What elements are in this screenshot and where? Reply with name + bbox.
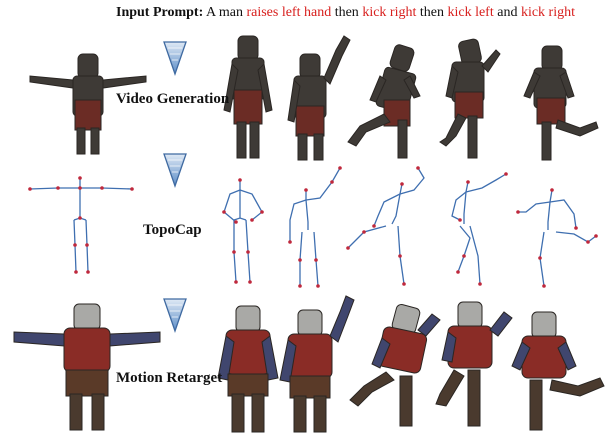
down-arrow-icon bbox=[163, 41, 187, 76]
down-arrow-icon bbox=[163, 153, 187, 188]
prompt-action-raise-left-hand: raises left hand bbox=[246, 5, 332, 20]
input-prompt: Input Prompt: A man raises left hand the… bbox=[116, 5, 575, 21]
prompt-action-kick-left: kick left bbox=[447, 5, 494, 20]
stage-label-video-generation: Video Generation bbox=[116, 91, 230, 107]
prompt-text-0: A man bbox=[206, 5, 247, 20]
topocap-row bbox=[28, 166, 598, 288]
stage-label-topocap: TopoCap bbox=[143, 222, 202, 238]
prompt-label: Input Prompt: bbox=[116, 5, 204, 20]
prompt-text-4: then bbox=[416, 5, 448, 20]
motion-retarget-row bbox=[13, 295, 605, 433]
source-knight-tpose bbox=[29, 53, 147, 155]
prompt-text-6: and bbox=[493, 5, 521, 20]
down-arrow-icon bbox=[163, 298, 187, 333]
video-generation-row bbox=[29, 35, 599, 161]
prompt-text-2: then bbox=[331, 5, 363, 20]
prompt-action-kick-right-1: kick right bbox=[362, 5, 417, 20]
prompt-action-kick-right-2: kick right bbox=[520, 5, 575, 20]
stage-label-motion-retarget: Motion Retarget bbox=[116, 370, 223, 386]
